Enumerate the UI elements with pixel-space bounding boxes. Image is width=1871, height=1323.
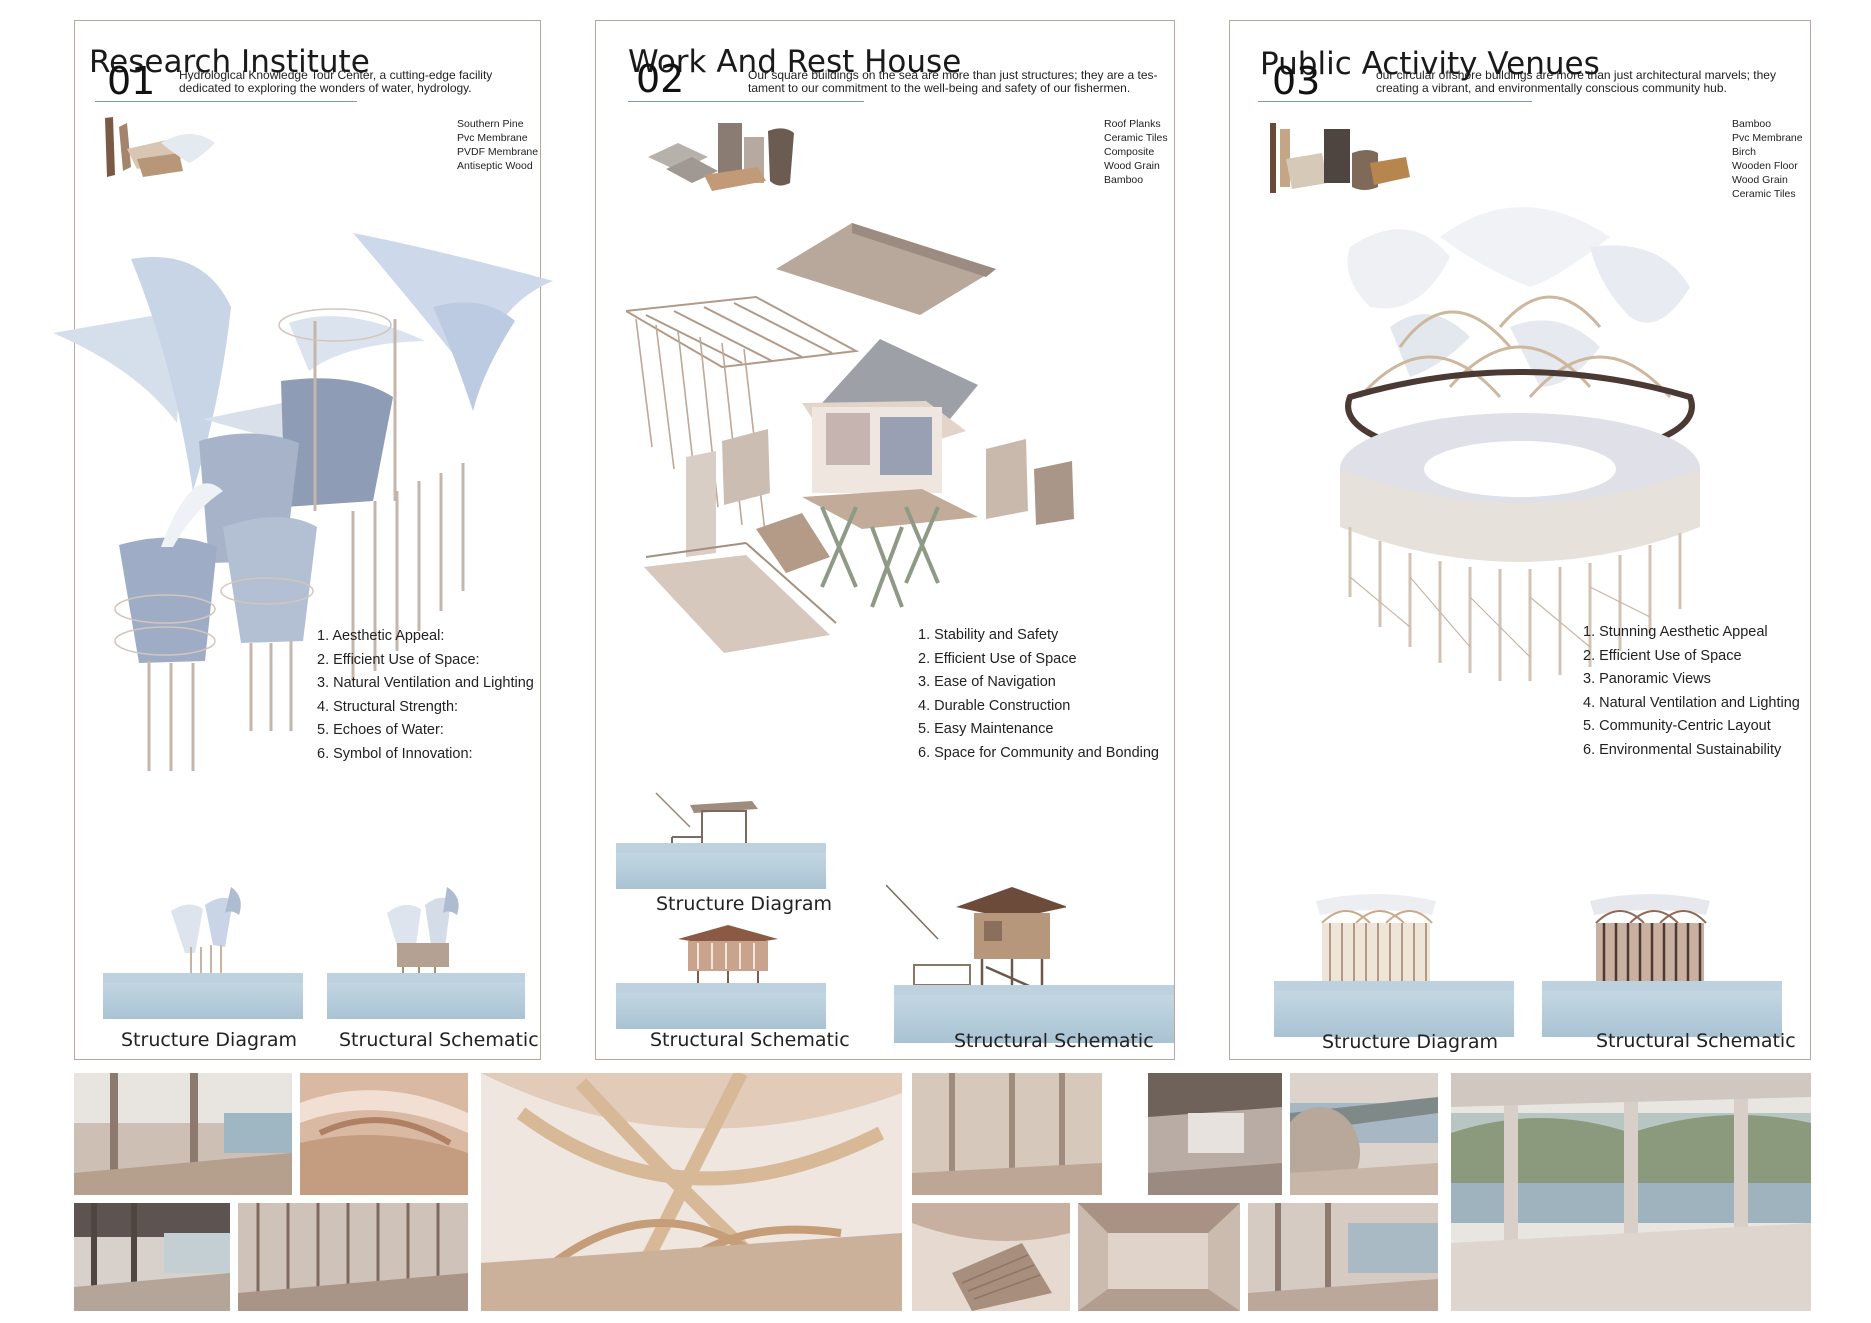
feature-list: 1. Stability and Safety 2. Efficient Use… <box>918 624 1159 766</box>
panel-number: 01 <box>107 59 156 103</box>
description-line: Hydrological Knowledge Tour Center, a cu… <box>179 68 493 82</box>
caption-structural-schematic: Structural Schematic <box>1596 1030 1796 1052</box>
structure-diagram-model <box>1316 894 1436 981</box>
structural-schematic-model <box>678 925 778 1001</box>
render-photo <box>1290 1073 1438 1195</box>
render-photo <box>74 1203 230 1311</box>
render-photo <box>74 1073 292 1195</box>
panel-number: 03 <box>1272 59 1321 103</box>
render-photo <box>1148 1073 1282 1195</box>
sea-band <box>616 983 826 1029</box>
feature-item: 1. Stunning Aesthetic Appeal <box>1583 624 1768 640</box>
feature-item: 2. Efficient Use of Space <box>1583 647 1742 664</box>
material-swatches <box>105 117 215 177</box>
panel-title: Work And Rest House <box>628 43 962 80</box>
material-item: Wood Grain <box>1104 160 1160 172</box>
material-item: Ceramic Tiles <box>1732 188 1796 200</box>
feature-item: 6. Space for Community and Bonding <box>918 744 1159 761</box>
caption-structural-schematic: Structural Schematic <box>339 1029 539 1051</box>
panel-number: 02 <box>636 57 685 101</box>
feature-item: 4. Structural Strength: <box>317 698 459 715</box>
exploded-axonometric-work-rest-house <box>626 223 1074 653</box>
material-item: Pvc Membrane <box>457 132 528 144</box>
panel-title: Public Activity Venues <box>1260 45 1600 82</box>
structural-schematic-model <box>1590 894 1710 981</box>
material-swatches <box>1270 123 1410 193</box>
description-line: Our square buildings on the sea are more… <box>748 68 1158 82</box>
feature-item: 3. Natural Ventilation and Lighting <box>317 675 534 692</box>
panel-description: Hydrological Knowledge Tour Center, a cu… <box>179 69 492 95</box>
material-item: Southern Pine <box>457 118 524 130</box>
sea-band <box>894 985 1174 1043</box>
title-underline <box>1258 101 1532 102</box>
feature-item: 6. Symbol of Innovation: <box>317 745 473 762</box>
structure-diagram-model <box>171 887 241 983</box>
material-item: Roof Planks <box>1104 118 1161 130</box>
description-line: creating a vibrant, and environmentally … <box>1376 81 1727 95</box>
material-list: Roof Planks Ceramic Tiles Composite Wood… <box>1104 117 1168 187</box>
feature-item: 3. Panoramic Views <box>1583 671 1711 688</box>
feature-item: 5. Easy Maintenance <box>918 721 1054 738</box>
sea-band <box>616 843 826 889</box>
feature-item: 3. Ease of Navigation <box>918 674 1056 691</box>
caption-structure-diagram: Structure Diagram <box>1322 1031 1499 1053</box>
render-photo <box>1248 1203 1438 1311</box>
render-photo-large <box>481 1073 902 1311</box>
render-photo-large <box>1451 1073 1811 1311</box>
panel-description: Our square buildings on the sea are more… <box>748 69 1158 95</box>
feature-item: 4. Natural Ventilation and Lighting <box>1583 694 1800 711</box>
material-item: Pvc Membrane <box>1732 132 1803 144</box>
exploded-axonometric-public-venue <box>1340 207 1700 681</box>
feature-item: 2. Efficient Use of Space: <box>317 651 480 668</box>
description-line: our circular offshore buildings are more… <box>1376 68 1776 82</box>
material-item: Antiseptic Wood <box>457 160 533 172</box>
feature-item: 1. Stability and Safety <box>918 627 1059 643</box>
description-line: tament to our commitment to the well-bei… <box>748 81 1131 95</box>
exploded-axonometric-research-institute <box>53 233 553 771</box>
feature-item: 5. Community-Centric Layout <box>1583 718 1771 735</box>
render-photo <box>238 1203 468 1311</box>
render-photo <box>912 1203 1070 1311</box>
sea-band <box>1274 981 1514 1037</box>
panel-title: Research Institute <box>89 43 370 80</box>
render-photo <box>1078 1203 1240 1311</box>
material-item: Ceramic Tiles <box>1104 132 1168 144</box>
material-item: Wooden Floor <box>1732 160 1798 172</box>
feature-item: 4. Durable Construction <box>918 697 1071 714</box>
material-list: Southern Pine Pvc Membrane PVDF Membrane… <box>457 117 538 173</box>
material-item: Wood Grain <box>1732 174 1788 186</box>
material-swatches <box>648 123 794 191</box>
material-item: Birch <box>1732 146 1756 158</box>
sea-band <box>327 973 525 1019</box>
material-item: Composite <box>1104 146 1155 158</box>
sea-band <box>1542 981 1782 1037</box>
structural-schematic-model <box>886 884 1066 997</box>
feature-list: 1. Stunning Aesthetic Appeal 2. Efficien… <box>1583 621 1800 763</box>
panel-description: our circular offshore buildings are more… <box>1376 69 1776 95</box>
caption-structural-schematic: Structural Schematic <box>954 1030 1154 1052</box>
panel-work-and-rest-house: Work And Rest House 02 Our square buildi… <box>595 20 1175 1060</box>
caption-structure-diagram: Structure Diagram <box>656 893 833 915</box>
panel-research-institute: Research Institute 01 Hydrological Knowl… <box>53 20 553 1060</box>
caption-structure-diagram: Structure Diagram <box>121 1029 298 1051</box>
caption-structural-schematic: Structural Schematic <box>650 1029 850 1051</box>
material-item: Bamboo <box>1732 118 1772 130</box>
sea-band <box>103 973 303 1019</box>
panel-public-activity-venues: Public Activity Venues 03 our circular o… <box>1229 20 1811 1060</box>
feature-item: 5. Echoes of Water: <box>317 722 444 739</box>
title-underline <box>628 101 864 102</box>
feature-item: 6. Environmental Sustainability <box>1583 741 1782 758</box>
feature-list: 1. Aesthetic Appeal: 2. Efficient Use of… <box>317 625 534 767</box>
feature-item: 2. Efficient Use of Space <box>918 650 1077 667</box>
structural-schematic-model <box>387 887 459 983</box>
feature-item: 1. Aesthetic Appeal: <box>317 628 445 644</box>
title-underline <box>95 101 357 102</box>
material-list: Bamboo Pvc Membrane Birch Wooden Floor W… <box>1732 117 1803 201</box>
description-line: dedicated to exploring the wonders of wa… <box>179 81 472 95</box>
material-item: PVDF Membrane <box>457 146 539 158</box>
render-photo <box>912 1073 1102 1195</box>
material-item: Bamboo <box>1104 174 1144 186</box>
render-photo <box>300 1073 468 1195</box>
